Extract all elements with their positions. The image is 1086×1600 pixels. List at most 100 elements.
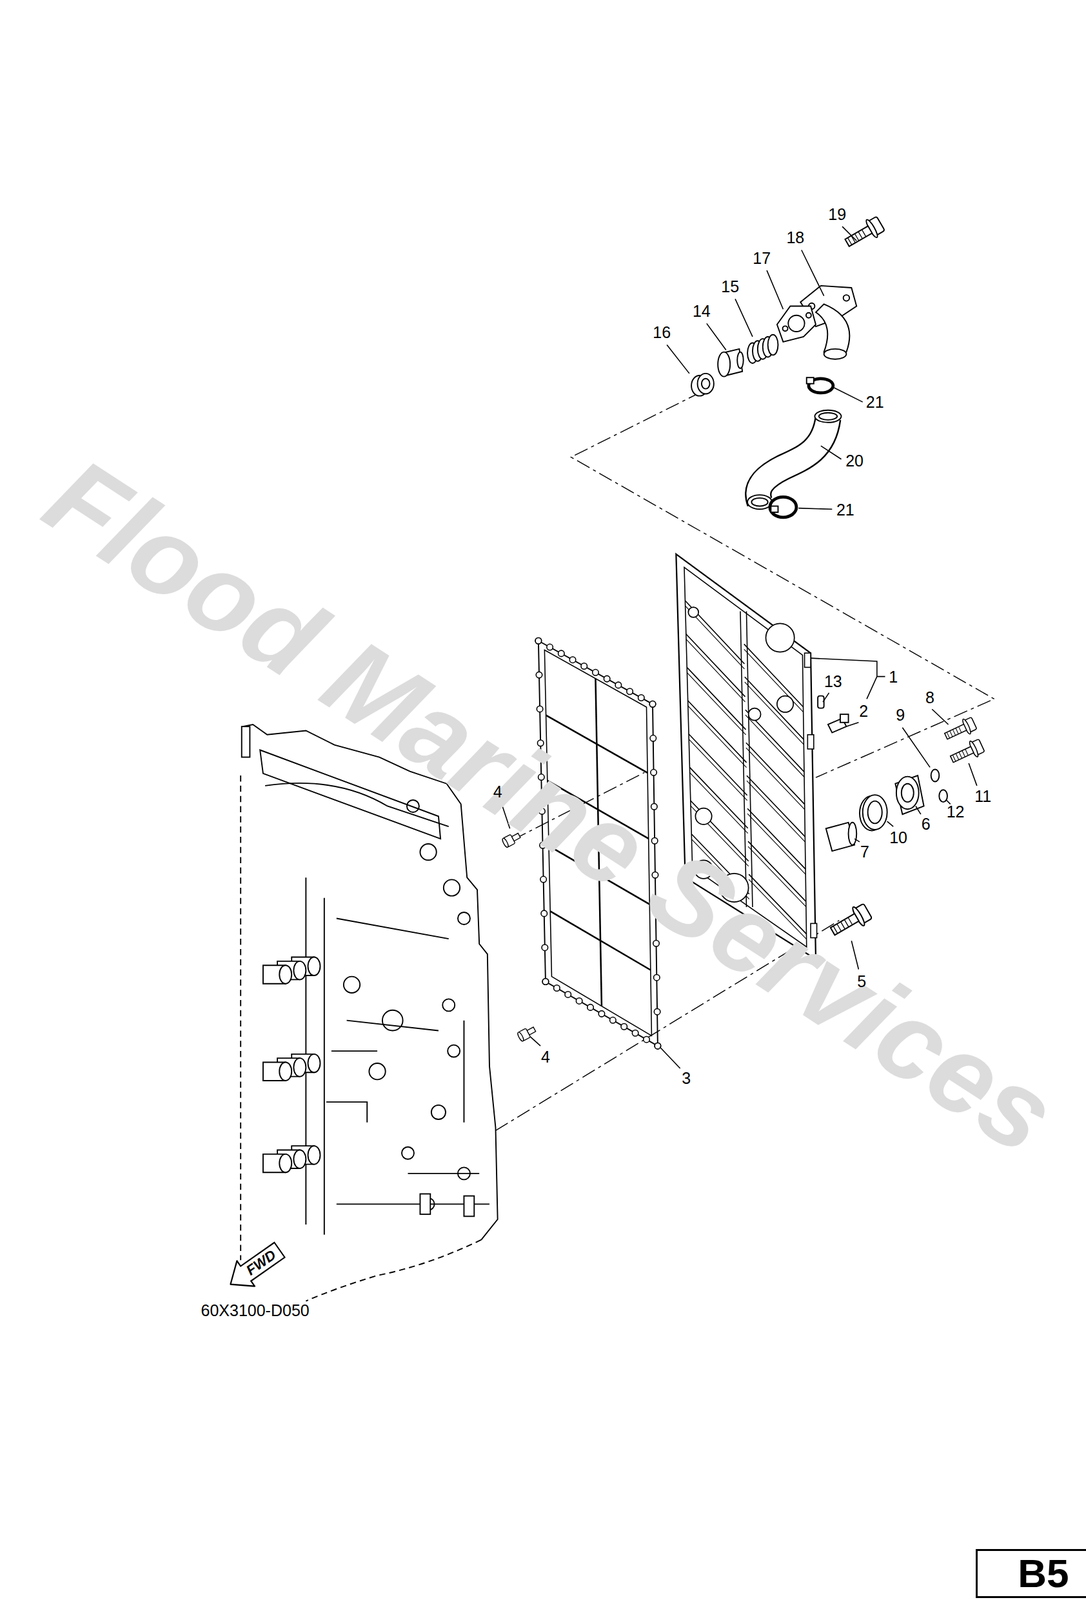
gasket — [650, 769, 657, 776]
engine-block — [343, 976, 360, 993]
gasket — [631, 1029, 638, 1036]
engine-block — [442, 998, 455, 1011]
leader-line — [666, 226, 857, 374]
engine-block — [308, 1145, 321, 1164]
cover-plate — [777, 695, 794, 712]
part — [947, 737, 986, 767]
engine-block — [463, 1195, 474, 1217]
leader-line — [798, 387, 863, 509]
engine-block — [419, 1193, 431, 1215]
part — [770, 505, 778, 512]
part — [843, 294, 850, 301]
gasket — [650, 735, 656, 741]
gasket — [653, 973, 660, 980]
gasket — [615, 681, 622, 688]
forward-arrow: FWD — [220, 1235, 289, 1297]
gasket — [553, 984, 560, 991]
engine-block — [457, 1166, 471, 1179]
callout-number: 21 — [866, 394, 885, 411]
gasket — [610, 1016, 616, 1023]
part — [717, 352, 731, 377]
gasket — [542, 978, 549, 985]
gasket — [654, 1042, 661, 1048]
gasket — [536, 705, 543, 712]
part — [938, 789, 948, 802]
gasket — [638, 694, 645, 701]
part — [824, 348, 847, 360]
part — [814, 410, 841, 423]
part — [768, 334, 779, 356]
gasket — [581, 662, 587, 669]
callout-number: 5 — [857, 973, 867, 990]
engine-block — [239, 775, 242, 1260]
gasket — [541, 944, 548, 950]
gasket — [649, 700, 656, 707]
engine-block — [401, 1146, 415, 1159]
part — [697, 373, 714, 395]
gasket — [535, 637, 542, 644]
part — [806, 377, 814, 384]
callout-number: 12 — [946, 803, 965, 820]
engine-block — [419, 843, 436, 860]
engine-block — [443, 878, 460, 896]
cover-plate — [688, 606, 699, 618]
engine-block — [279, 964, 292, 983]
callout-number: 18 — [786, 229, 805, 246]
gasket — [598, 1010, 605, 1017]
page-number: B5 — [1017, 1550, 1069, 1595]
part — [782, 325, 789, 331]
gasket — [649, 700, 656, 707]
engine-block — [308, 1053, 321, 1072]
gasket — [542, 978, 549, 985]
engine-block — [263, 957, 321, 1173]
callout-number: 11 — [974, 788, 992, 805]
cover-plate — [688, 739, 805, 842]
callout-number: 9 — [895, 706, 905, 723]
engine-block — [431, 1104, 446, 1119]
gasket — [546, 643, 553, 650]
engine-block — [368, 1062, 386, 1079]
gasket — [587, 1004, 594, 1010]
engine-block — [305, 1239, 482, 1301]
gasket — [535, 671, 542, 678]
gasket — [569, 656, 576, 663]
part — [931, 769, 940, 782]
callout-number: 15 — [720, 278, 740, 295]
gasket — [592, 669, 599, 676]
gasket — [564, 991, 571, 998]
gasket — [575, 997, 582, 1004]
part — [901, 783, 914, 802]
callout-number: 13 — [824, 673, 843, 690]
callout-number: 16 — [652, 324, 671, 341]
part — [806, 312, 812, 318]
part — [758, 417, 829, 502]
engine-block — [406, 799, 420, 812]
cover-plate — [804, 652, 811, 667]
part — [815, 303, 850, 352]
part — [862, 794, 888, 830]
gasket — [535, 637, 542, 644]
part — [770, 496, 797, 518]
callout-number: 10 — [889, 829, 908, 846]
cover-plate — [746, 610, 752, 907]
part — [868, 800, 883, 824]
gasket — [540, 875, 547, 882]
callout-number: 21 — [836, 501, 855, 518]
callout-number: 19 — [828, 206, 847, 223]
part — [701, 378, 711, 389]
part — [848, 822, 858, 845]
callout-number: 17 — [752, 250, 771, 267]
callout-number: 6 — [921, 815, 931, 832]
callout-number: 4 — [493, 783, 503, 800]
callout-number: 8 — [925, 689, 935, 706]
page-tab: B5 — [975, 1548, 1086, 1598]
gasket — [643, 1035, 650, 1042]
arrow-shape — [221, 1236, 289, 1297]
leader-line — [822, 692, 978, 970]
part — [896, 776, 919, 810]
cover-plate — [684, 600, 803, 707]
cover-plate — [807, 734, 814, 749]
gasket — [621, 1023, 627, 1030]
engine-block — [326, 917, 490, 1204]
